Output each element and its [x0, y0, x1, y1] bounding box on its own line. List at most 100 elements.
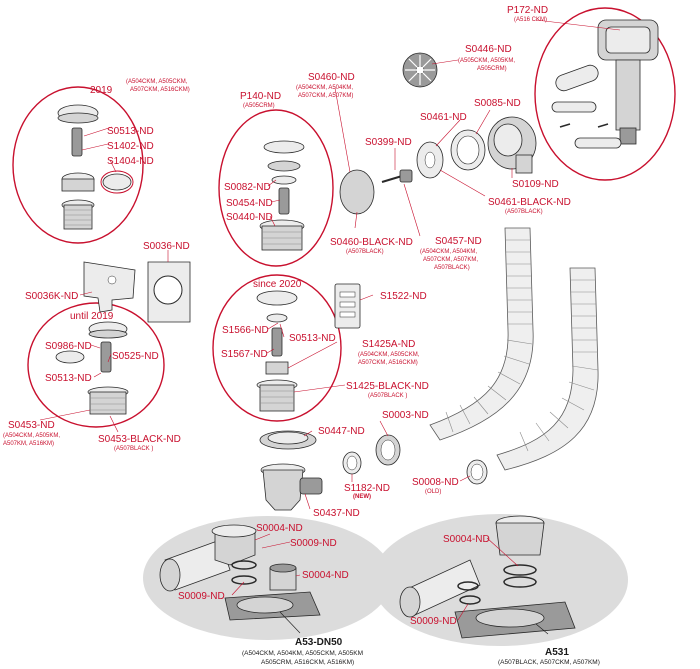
siphon-body-s0437: [260, 463, 323, 511]
bracket-s0036: [147, 261, 191, 323]
label-s0109: S0109-ND: [512, 179, 559, 190]
label-s0461-black-sub: (A507BLACK): [505, 209, 543, 215]
label-s0437: S0437-ND: [313, 508, 360, 519]
label-s0008: S0008-ND: [412, 477, 459, 488]
label-s0461-black: S0461-BLACK-ND: [488, 197, 571, 208]
label-s1182: S1182-ND: [344, 483, 390, 494]
label-s0453-sub1: (A504CKM, A505KM,: [3, 433, 60, 439]
ring-s0008: [466, 459, 488, 485]
siphon-assembly-a531: [399, 515, 576, 639]
group-since2020-circle: [212, 274, 342, 422]
label-year-2019-sub2: A507CKM, A516CKM): [130, 87, 190, 93]
siphon-assembly-a53: [159, 524, 321, 621]
plug-group-until2019: [55, 321, 129, 415]
label-year-2019-sub1: (A504CKM, A505CKM,: [126, 79, 188, 85]
label-s0447: S0447-ND: [318, 426, 365, 437]
label-s0440: S0440-ND: [226, 212, 273, 223]
label-s1566: S1566-ND: [222, 325, 269, 336]
label-s1425-black: S1425-BLACK-ND: [346, 381, 429, 392]
label-p172: P172-ND: [507, 5, 548, 16]
label-s0457: S0457-ND: [435, 236, 482, 247]
label-s1425a-sub2: A507CKM, A516CKM): [358, 360, 418, 366]
label-s1425a: S1425A-ND: [362, 339, 415, 350]
label-s0460-sub1: (A504CKM, A504KM,: [296, 85, 353, 91]
label-s0453-sub2: A507KM, A516KM): [3, 441, 54, 447]
label-s0460-black-sub: (A507BLACK): [346, 249, 384, 255]
label-s0446: S0446-ND: [465, 44, 512, 55]
overflow-screw-s0399: [381, 169, 413, 183]
label-s0009-c: S0009-ND: [410, 616, 457, 627]
label-s0082: S0082-ND: [224, 182, 271, 193]
part-labels: P172-ND (A516 CKM) S0446-ND (A505CKM, A5…: [3, 5, 600, 666]
label-s1425a-sub1: (A504CKM, A505CKM,: [358, 352, 420, 358]
label-s0457-sub3: A507BLACK): [434, 265, 470, 271]
label-until-2019: until 2019: [70, 311, 114, 322]
seal-s0447: [259, 430, 317, 450]
label-a53-sub2: A505CRM, A516CKM, A516KM): [261, 659, 354, 666]
flexible-hose-right: [496, 267, 599, 471]
label-s0453: S0453-ND: [8, 420, 55, 431]
label-a531-sub: (A507BLACK, A507CKM, A507KM): [498, 659, 600, 666]
flexible-hose-left: [429, 227, 534, 441]
label-s1404: S1404-ND: [107, 156, 154, 167]
group-p172-circle: [534, 7, 676, 181]
overflow-gasket-s0461: [416, 141, 444, 179]
ring-s1182: [342, 451, 362, 475]
label-since-2020: since 2020: [253, 279, 302, 290]
label-s0036k: S0036K-ND: [25, 291, 78, 302]
overflow-cover-s0460: [339, 169, 375, 215]
label-p140: P140-ND: [240, 91, 281, 102]
label-a531: A531: [545, 647, 569, 658]
label-s1522: S1522-ND: [380, 291, 427, 302]
label-s0457-sub2: A507CKM, A507KM,: [423, 257, 478, 263]
label-s1402: S1402-ND: [107, 141, 154, 152]
label-s0460: S0460-ND: [308, 72, 355, 83]
group-2019-circle: [12, 86, 144, 244]
label-year-2019: 2019: [90, 85, 113, 96]
label-s0454: S0454-ND: [226, 198, 273, 209]
plug-group-p140: [259, 140, 305, 251]
overflow-body-s0109: [487, 116, 537, 174]
group-until2019-circle: [27, 302, 165, 428]
label-s0446-sub2: A505CRM): [477, 66, 507, 72]
overflow-grille-s0446: [402, 52, 438, 88]
overflow-assembly-p172: [551, 19, 659, 149]
label-s0460-sub2: A507CKM, A507KM): [298, 93, 353, 99]
label-s0085: S0085-ND: [474, 98, 521, 109]
nut-s0003: [375, 434, 401, 466]
plug-group-2019: [57, 104, 134, 230]
label-s1182-sub: (NEW): [353, 494, 371, 500]
label-s0513-a: S0513-ND: [107, 126, 154, 137]
label-s0008-sub: (OLD): [425, 489, 441, 495]
label-s0446-sub1: (A505CKM, A505KM,: [458, 58, 515, 64]
label-s0525: S0525-ND: [112, 351, 159, 362]
plug-group-since2020: [256, 290, 298, 412]
label-s0453-black-sub: (A507BLACK ): [114, 446, 153, 452]
label-s0453-black: S0453-BLACK-ND: [98, 434, 181, 445]
label-s0009-a: S0009-ND: [290, 538, 337, 549]
label-s0004-b: S0004-ND: [302, 570, 349, 581]
label-s0457-sub1: (A504CKM, A504KM,: [420, 249, 477, 255]
label-s0004-c: S0004-ND: [443, 534, 490, 545]
label-p172-sub: (A516 CKM): [514, 17, 547, 23]
label-s0513-b: S0513-ND: [45, 373, 92, 384]
label-s1567: S1567-ND: [221, 349, 268, 360]
overflow-ring-s0085: [450, 129, 486, 171]
key-s1522: [334, 283, 361, 329]
label-p140-sub: (A505CRM): [243, 103, 275, 109]
label-a53: A53-DN50: [295, 637, 343, 648]
label-a53-sub1: (A504CKM, A504KM, A505CKM, A505KM: [242, 650, 363, 657]
label-s0460-black: S0460-BLACK-ND: [330, 237, 413, 248]
leader-lines: [39, 19, 621, 635]
label-s1425-black-sub: (A507BLACK ): [368, 393, 407, 399]
label-s0036: S0036-ND: [143, 241, 190, 252]
label-s0986: S0986-ND: [45, 341, 92, 352]
label-s0461: S0461-ND: [420, 112, 467, 123]
group-p140-circle: [218, 109, 334, 267]
label-s0513-c: S0513-ND: [289, 333, 336, 344]
label-s0009-b: S0009-ND: [178, 591, 225, 602]
label-s0003: S0003-ND: [382, 410, 429, 421]
label-s0399: S0399-ND: [365, 137, 412, 148]
bracket-s0036k: [83, 261, 136, 313]
